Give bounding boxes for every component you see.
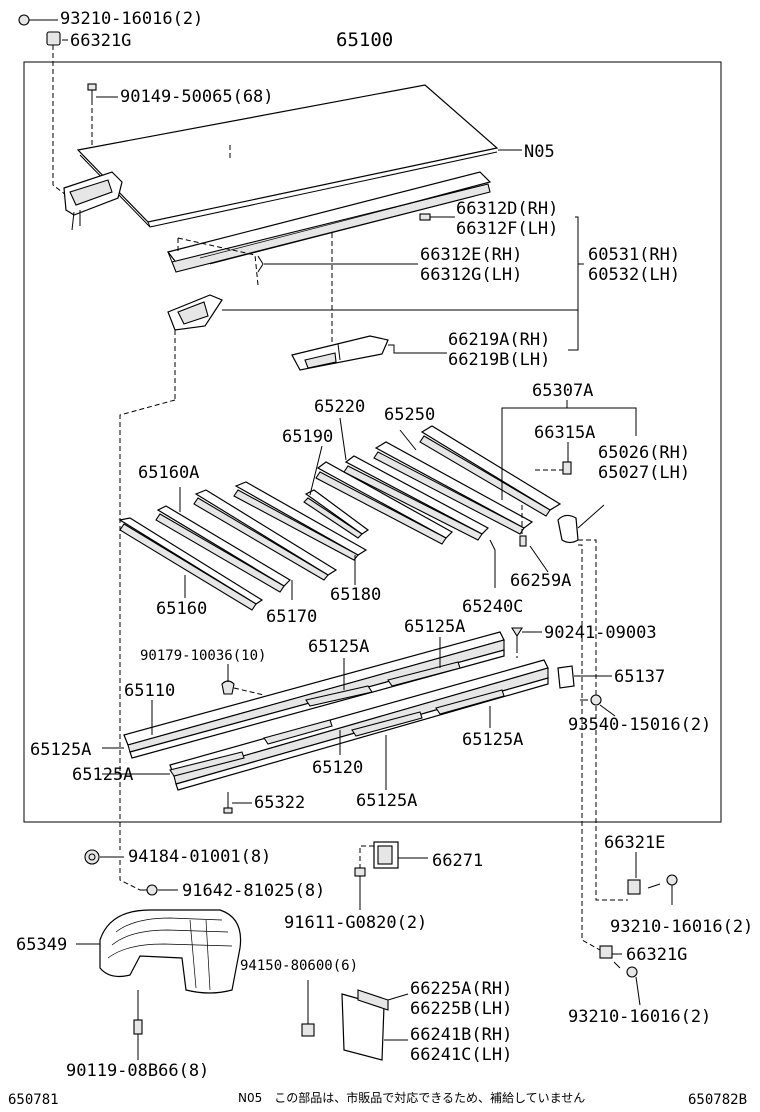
label-66321G-bottom: 66321G bbox=[626, 945, 687, 965]
bolt-93210-mid-icon bbox=[647, 874, 678, 889]
label-90119: 90119-08B66(8) bbox=[66, 1061, 209, 1081]
label-90179: 90179-10036(10) bbox=[140, 648, 266, 664]
bolt-90179-icon bbox=[221, 680, 235, 695]
label-66312D: 66312D(RH) bbox=[456, 199, 558, 219]
label-91642: 91642-81025(8) bbox=[182, 881, 325, 901]
label-66271: 66271 bbox=[432, 851, 483, 871]
bolt-93210-top-icon bbox=[18, 14, 36, 26]
footer-right-code: 650782B bbox=[688, 1092, 747, 1108]
label-65125A-5: 65125A bbox=[72, 765, 133, 785]
label-93210-top: 93210-16016(2) bbox=[60, 9, 203, 29]
nut-94150-icon bbox=[301, 1023, 315, 1037]
cross-member-65240C-icon bbox=[373, 441, 534, 535]
label-66241B: 66241B(RH) bbox=[410, 1025, 512, 1045]
side-bracket-left-icon bbox=[63, 171, 123, 231]
label-94184: 94184-01001(8) bbox=[128, 847, 271, 867]
hinge-65026-icon bbox=[557, 514, 579, 544]
label-66241C: 66241C(LH) bbox=[410, 1045, 512, 1065]
label-60532: 60532(LH) bbox=[588, 265, 680, 285]
footer-left-code: 650781 bbox=[8, 1092, 59, 1108]
label-65125A-2: 65125A bbox=[308, 637, 369, 657]
bolt-90119-icon bbox=[133, 990, 143, 1035]
cross-member-65180-icon bbox=[233, 481, 368, 561]
label-94150: 94150-80600(6) bbox=[240, 958, 358, 974]
clip-66321G-bottom-icon bbox=[599, 945, 613, 959]
mudguard-65349-icon bbox=[99, 909, 242, 994]
label-N05: N05 bbox=[524, 142, 555, 162]
label-65170: 65170 bbox=[266, 607, 317, 627]
footer-note: N05 この部品は、市販品で対応できるため、補給していません bbox=[238, 1090, 585, 1105]
label-90149: 90149-50065(68) bbox=[120, 87, 274, 107]
label-66312F: 66312F(LH) bbox=[456, 219, 558, 239]
label-66219A: 66219A(RH) bbox=[448, 330, 550, 350]
label-66321E: 66321E bbox=[604, 833, 665, 853]
cross-member-65250-icon bbox=[343, 455, 489, 541]
label-66259A: 66259A bbox=[510, 571, 571, 591]
nut-94184-icon bbox=[84, 849, 100, 865]
label-65027: 65027(LH) bbox=[598, 463, 690, 483]
label-66312G: 66312G(LH) bbox=[420, 265, 522, 285]
label-65026: 65026(RH) bbox=[598, 443, 690, 463]
label-60531: 60531(RH) bbox=[588, 245, 680, 265]
label-90241: 90241-09003 bbox=[544, 623, 657, 643]
pin-66312D-icon bbox=[419, 213, 431, 221]
label-65190: 65190 bbox=[282, 427, 333, 447]
label-66225A: 66225A(RH) bbox=[410, 979, 512, 999]
cross-member-65160-icon bbox=[118, 517, 264, 611]
label-65250: 65250 bbox=[384, 405, 435, 425]
label-66219B: 66219B(LH) bbox=[448, 350, 550, 370]
cross-member-65170-icon bbox=[193, 489, 338, 581]
label-93210-mid: 93210-16016(2) bbox=[610, 917, 753, 937]
clip-66259A-icon bbox=[519, 535, 527, 547]
bolt-66312E-icon bbox=[257, 255, 264, 273]
label-65240C: 65240C bbox=[462, 597, 523, 617]
cross-member-65160A-icon bbox=[155, 505, 291, 593]
label-65125A-1: 65125A bbox=[404, 617, 465, 637]
rail-cover-66219-icon bbox=[291, 335, 389, 371]
screw-65322-icon bbox=[223, 792, 233, 814]
bolt-93210-bottom-icon bbox=[613, 961, 638, 978]
label-66225B: 66225B(LH) bbox=[410, 999, 512, 1019]
bracket-66271-icon bbox=[373, 841, 399, 869]
screw-90149-icon bbox=[87, 83, 97, 100]
clip-66321E-icon bbox=[627, 879, 641, 895]
bolt-90241-icon bbox=[511, 627, 523, 648]
label-65220: 65220 bbox=[314, 397, 365, 417]
filler-strip-icon bbox=[169, 661, 505, 777]
label-65322: 65322 bbox=[254, 793, 305, 813]
plate-65137-icon bbox=[557, 665, 575, 689]
label-65125A-6: 65125A bbox=[356, 791, 417, 811]
bolt-91642-icon bbox=[140, 884, 158, 896]
label-65137: 65137 bbox=[614, 667, 665, 687]
side-rail-icon bbox=[166, 171, 492, 273]
label-65100: 65100 bbox=[336, 29, 393, 51]
bracket-66225-icon bbox=[357, 989, 389, 1011]
label-93210-bottom: 93210-16016(2) bbox=[568, 1007, 711, 1027]
bolt-91611-icon bbox=[354, 867, 366, 900]
cross-member-65220-icon bbox=[315, 461, 453, 545]
label-65120: 65120 bbox=[312, 758, 363, 778]
floor-panel-icon bbox=[76, 84, 499, 228]
label-91611: 91611-G0820(2) bbox=[284, 913, 427, 933]
label-66312E: 66312E(RH) bbox=[420, 245, 522, 265]
bolt-93540-icon bbox=[580, 694, 602, 706]
rear-bracket-icon bbox=[167, 294, 223, 331]
label-65110: 65110 bbox=[124, 681, 175, 701]
label-65349: 65349 bbox=[16, 935, 67, 955]
rear-sill-65307A-icon bbox=[419, 425, 562, 517]
cross-member-65190-icon bbox=[303, 489, 370, 539]
clip-66321G-top-icon bbox=[46, 31, 61, 46]
label-65125A-3: 65125A bbox=[30, 740, 91, 760]
pin-66315A-icon bbox=[562, 461, 572, 475]
assembly-frame bbox=[23, 61, 722, 823]
label-65160A: 65160A bbox=[138, 463, 199, 483]
label-65180: 65180 bbox=[330, 585, 381, 605]
label-93540: 93540-15016(2) bbox=[568, 715, 711, 735]
label-65160: 65160 bbox=[156, 599, 207, 619]
label-66315A: 66315A bbox=[534, 423, 595, 443]
label-65125A-4: 65125A bbox=[462, 730, 523, 750]
label-65307A: 65307A bbox=[532, 381, 593, 401]
label-66321G-top: 66321G bbox=[70, 31, 131, 51]
